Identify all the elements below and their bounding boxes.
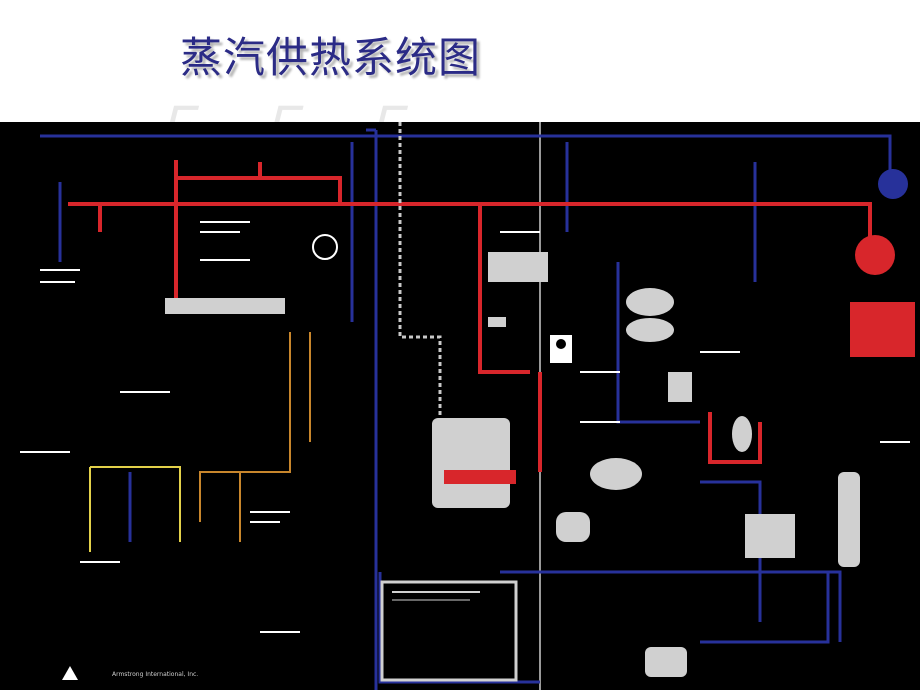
valve-body [488, 317, 506, 327]
annotation-marks [20, 221, 910, 633]
steam-separator [732, 416, 752, 452]
steam-header-drum [855, 235, 895, 275]
deaerator [745, 514, 795, 558]
storage-water-heater [432, 418, 510, 508]
pump-unit [556, 512, 590, 542]
steam-boiler [850, 302, 915, 357]
condensate-return-lines [40, 128, 892, 690]
armstrong-logo [62, 666, 78, 680]
fan-icon [312, 234, 338, 260]
page-title: 蒸汽供热系统图 [180, 33, 482, 82]
coil-heater [488, 252, 548, 282]
diagram-credit: Armstrong International, Inc. [112, 671, 199, 678]
slide-header: Ｅ Ｅ Ｅ 蒸汽供热系统图 [0, 0, 920, 157]
water-lines [89, 466, 181, 552]
flash-tank [626, 288, 674, 316]
traced-steam-riser [398, 122, 442, 422]
trap-station [668, 372, 692, 402]
steam-system-diagram: Armstrong International, Inc. [0, 122, 920, 690]
heating-coil [444, 470, 516, 484]
equipment [165, 252, 860, 677]
diagram-canvas [20, 122, 915, 690]
steam-main-lines [68, 160, 872, 472]
feed-tank [645, 647, 687, 677]
fuel-lines [199, 332, 311, 542]
condensate-receiver-tank [878, 169, 908, 199]
vertical-tank [838, 472, 860, 567]
control-panel [380, 580, 518, 682]
heat-exchanger-header [165, 298, 285, 314]
condensate-pump [590, 458, 642, 490]
flash-tank-lower [626, 318, 674, 342]
